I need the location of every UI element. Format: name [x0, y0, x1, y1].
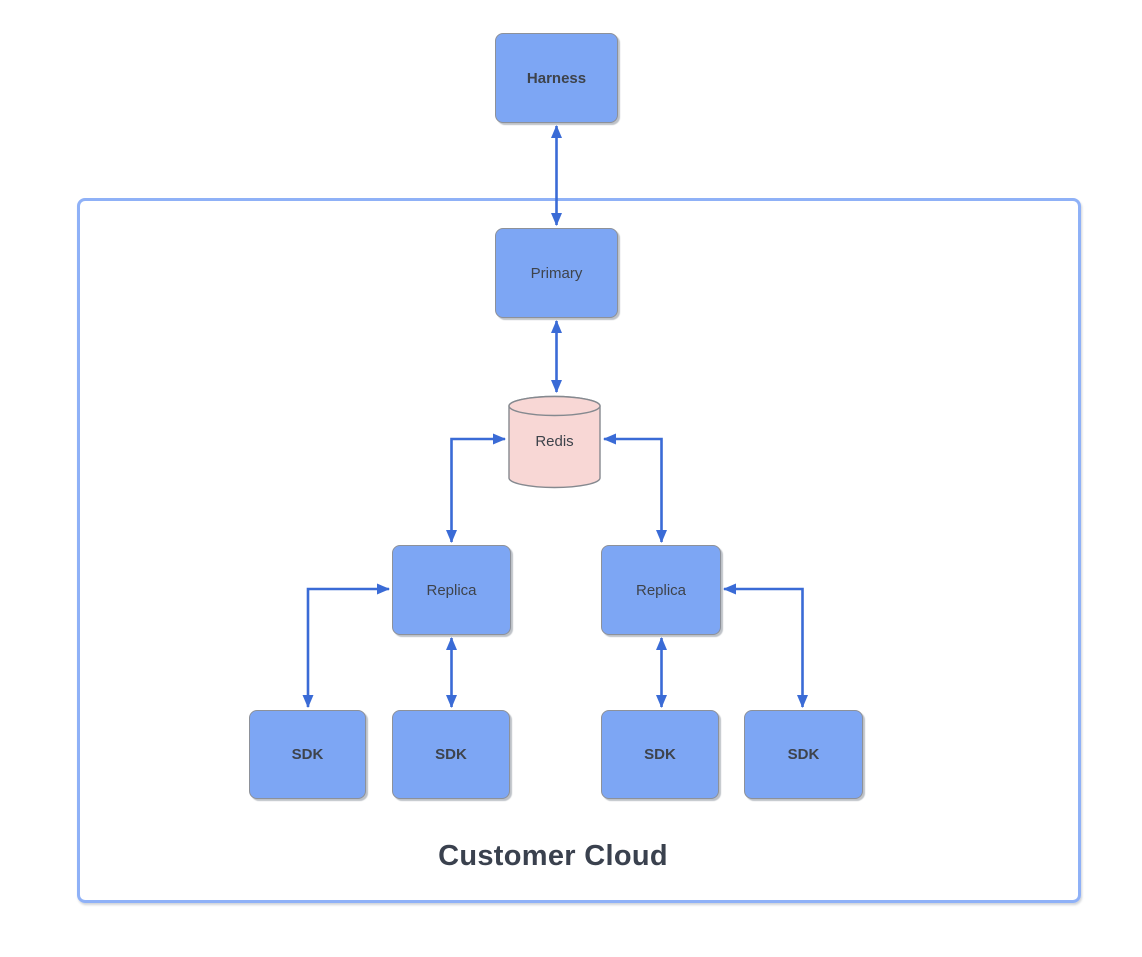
node-primary: Primary — [495, 228, 618, 318]
node-redis: Redis — [508, 395, 601, 489]
node-sdk-2: SDK — [392, 710, 510, 799]
node-sdk-3-label: SDK — [644, 746, 676, 763]
node-redis-label: Redis — [535, 433, 574, 450]
node-replica-right-label: Replica — [635, 581, 687, 599]
node-sdk-4-label: SDK — [787, 746, 820, 763]
redis-cylinder-icon — [508, 395, 601, 489]
node-sdk-1: SDK — [249, 710, 366, 799]
node-sdk-3: SDK — [601, 710, 719, 799]
node-replica-left-label: Replica — [426, 581, 477, 599]
node-replica-left: Replica — [392, 545, 511, 635]
node-harness-label: Harness — [526, 69, 587, 87]
node-replica-right: Replica — [601, 545, 721, 635]
node-sdk-4: SDK — [744, 710, 863, 799]
node-harness: Harness — [495, 33, 618, 123]
node-primary-label: Primary — [530, 264, 583, 282]
customer-cloud-container — [77, 198, 1081, 903]
node-sdk-1-label: SDK — [291, 746, 324, 763]
node-sdk-2-label: SDK — [435, 746, 467, 763]
customer-cloud-label: Customer Cloud — [438, 840, 668, 872]
